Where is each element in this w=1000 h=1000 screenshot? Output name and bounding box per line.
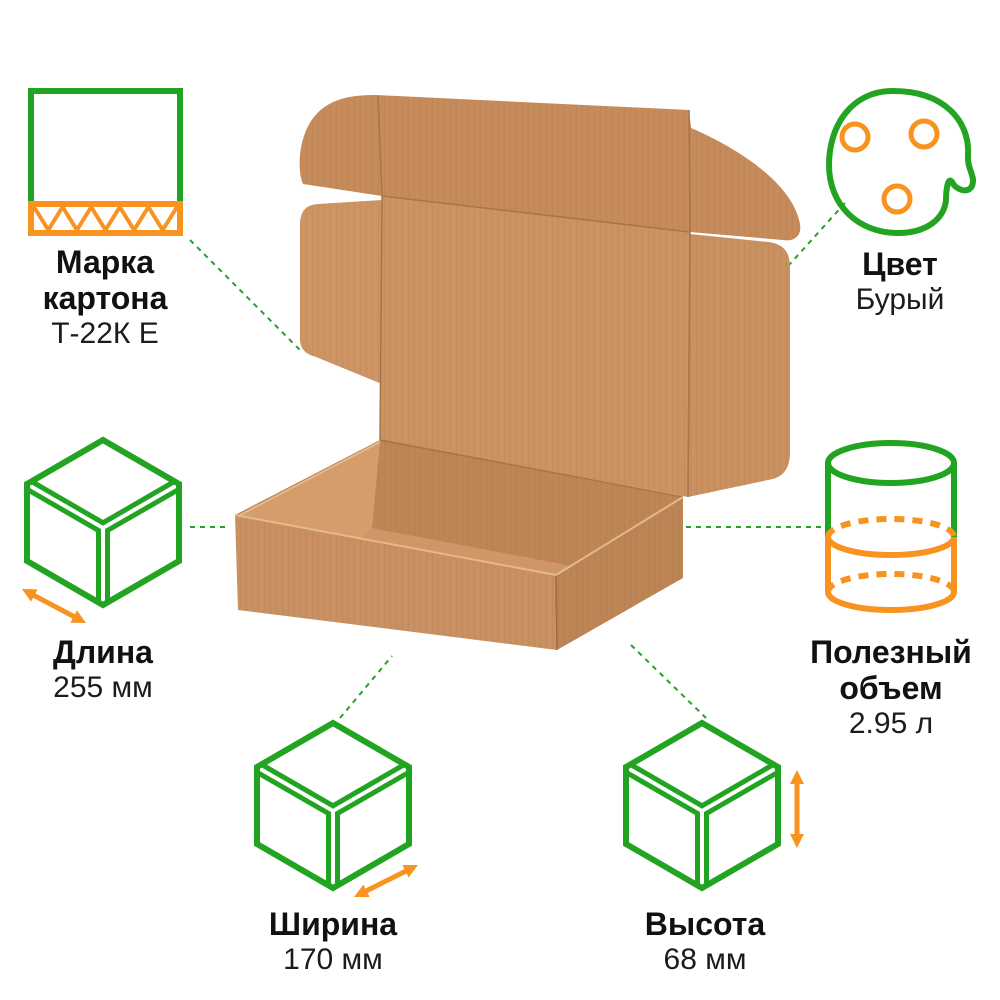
spec-color-value: Бурый <box>855 283 945 316</box>
kraft-mailer-box-image <box>234 95 801 651</box>
corrugated-cardboard-icon <box>28 88 183 236</box>
box-corrugation-texture <box>235 95 801 650</box>
spec-volume: Полезный объем 2.95 л <box>791 634 991 742</box>
box-floor <box>362 528 572 575</box>
length-arrow-icon <box>21 588 87 624</box>
cube-height-icon <box>615 723 804 898</box>
spec-cardboard-grade-value: Т-22К Е <box>51 317 159 350</box>
spec-volume-label-line1: Полезный <box>810 634 972 670</box>
spec-height-value: 68 мм <box>663 943 747 976</box>
spec-width-value: 170 мм <box>283 943 383 976</box>
spec-length-label: Длина <box>53 634 153 670</box>
spec-color: Цвет Бурый <box>800 246 1000 318</box>
spec-cardboard-grade-label-line2: картона <box>42 280 168 316</box>
cube-length-icon <box>16 440 190 624</box>
spec-volume-value: 2.95 л <box>848 707 934 740</box>
width-arrow-icon <box>354 864 418 898</box>
connector-line-color <box>779 202 846 276</box>
spec-cardboard-grade-label-line1: Марка <box>55 244 155 280</box>
spec-length-value: 255 мм <box>53 671 153 704</box>
box-crease-lines <box>377 95 691 651</box>
connector-line-height <box>630 644 707 719</box>
cube-width-icon <box>246 723 420 898</box>
box-left-wall-inner <box>238 442 380 538</box>
spec-volume-label-line2: объем <box>839 670 943 706</box>
spec-color-label: Цвет <box>862 246 938 282</box>
spec-height-label: Высота <box>644 906 766 942</box>
spec-cardboard-grade: Марка картона Т-22К Е <box>5 244 205 352</box>
spec-width-label: Ширина <box>268 906 398 942</box>
palette-icon <box>825 87 976 237</box>
spec-length: Длина 255 мм <box>3 634 203 706</box>
connector-line-width <box>339 655 393 719</box>
spec-height: Высота 68 мм <box>605 906 805 978</box>
spec-width: Ширина 170 мм <box>233 906 433 978</box>
connector-line-cardboard-grade <box>189 239 301 351</box>
cylinder-volume-icon <box>825 440 957 613</box>
box-rim-highlights <box>234 441 684 576</box>
